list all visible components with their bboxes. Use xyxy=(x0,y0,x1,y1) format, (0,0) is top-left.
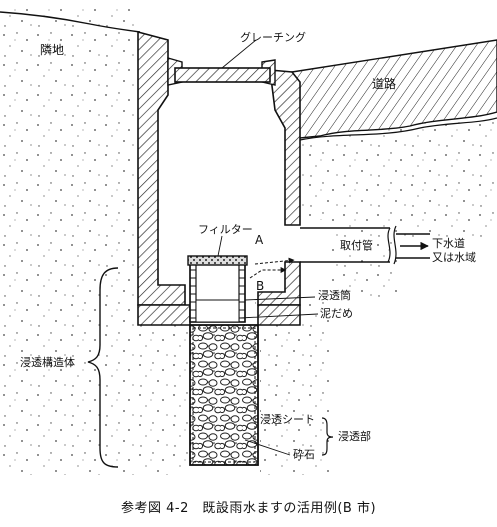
intake-pipe xyxy=(300,225,430,265)
flow-b-label: B xyxy=(256,279,265,293)
part-bracket xyxy=(321,417,334,456)
road-label: 道路 xyxy=(372,77,397,91)
grating-leader xyxy=(221,39,257,69)
structure-bracket xyxy=(87,267,119,468)
infiltration-sheet-label: 浸透シート xyxy=(260,413,315,426)
infiltration-sheet xyxy=(192,327,256,463)
gravel-leader xyxy=(244,439,291,456)
grating xyxy=(174,67,271,83)
sewer-label-line1: 下水道 xyxy=(432,237,465,250)
infiltration-part-label: 浸透部 xyxy=(338,430,371,443)
gravel-label: 砕石 xyxy=(293,448,315,461)
mud-trap-leader xyxy=(239,313,319,319)
mud-trap xyxy=(195,299,240,323)
figure-caption: 参考図 4-2 既設雨水ますの活用例(B 市) xyxy=(120,501,377,516)
tube-leader xyxy=(244,296,316,301)
filter-leader xyxy=(217,235,223,257)
infiltration-gravel-column xyxy=(189,324,259,466)
mud-trap-label: 泥だめ xyxy=(320,307,353,320)
flow-b-arrow xyxy=(249,267,287,279)
grating-label: グレーチング xyxy=(240,31,306,44)
infiltration-structure-label: 浸透構造体 xyxy=(20,356,75,369)
infiltration-tube-label: 浸透筒 xyxy=(318,289,351,302)
sewer-label-line2: 又は水域 xyxy=(432,251,476,264)
flow-a-arrow xyxy=(254,257,295,265)
sheet-leader xyxy=(254,417,259,421)
ground-surface-left xyxy=(0,11,141,33)
flow-a-label: A xyxy=(255,233,264,247)
intake-pipe-label: 取付管 xyxy=(340,239,373,252)
ground-soil xyxy=(0,8,497,475)
filter-label: フィルター xyxy=(198,223,253,236)
basin-right-wall xyxy=(269,69,301,226)
filter xyxy=(187,255,248,266)
road-body xyxy=(291,39,497,139)
neighbor-land-label: 隣地 xyxy=(40,43,65,57)
road-base-line xyxy=(299,117,497,141)
